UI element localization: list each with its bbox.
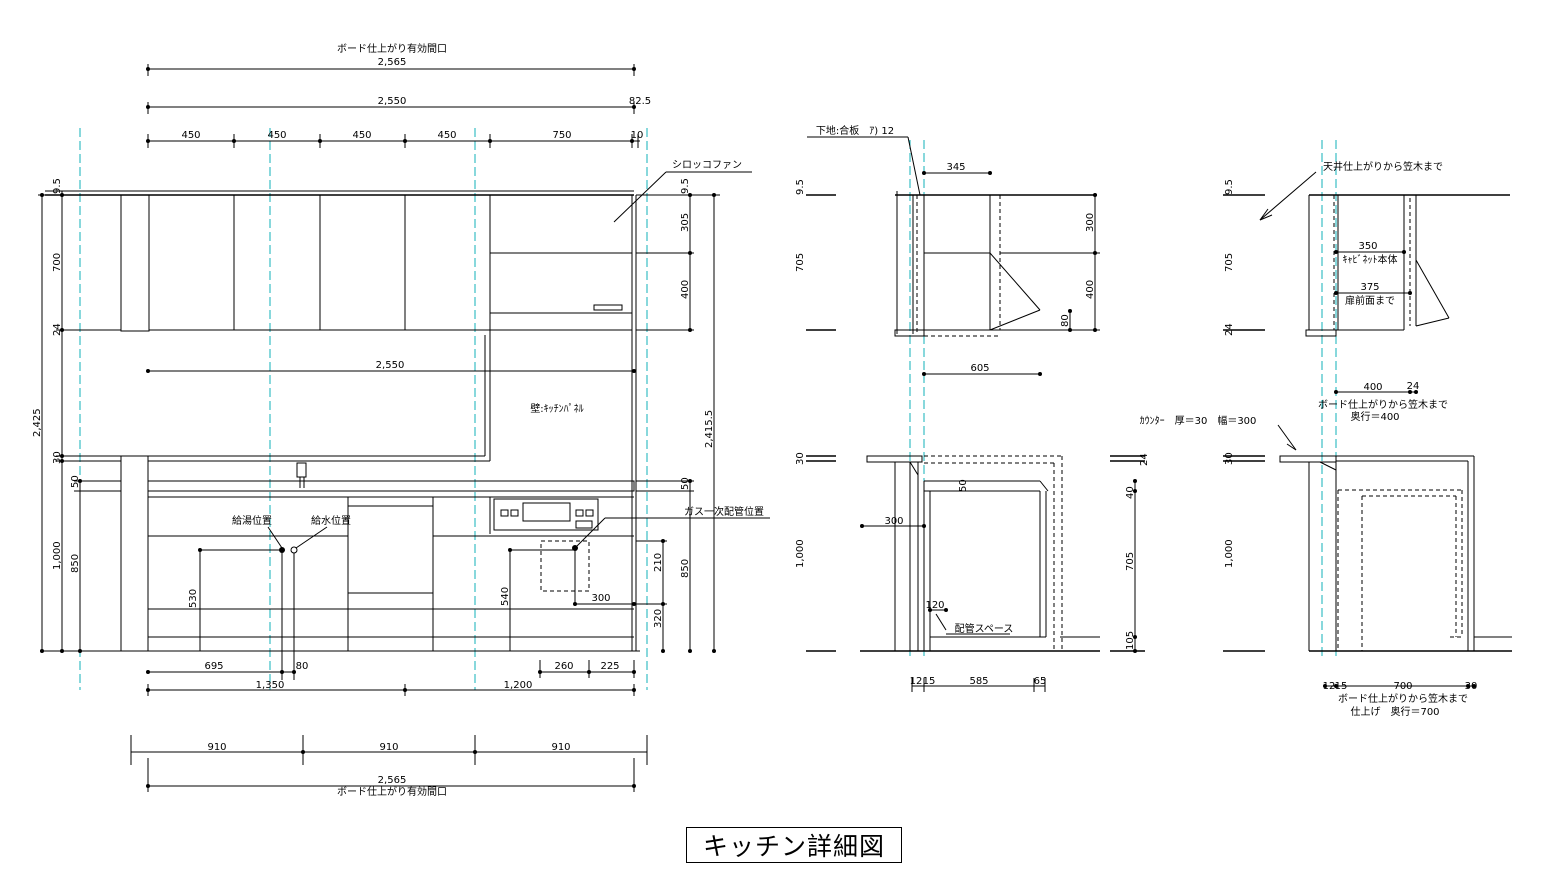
s1-605: 605: [970, 363, 989, 374]
s1-585: 585: [969, 676, 988, 687]
s1-300: 300: [1085, 213, 1096, 232]
s2-375: 375: [1360, 282, 1379, 293]
s1-705b: 705: [1125, 552, 1136, 571]
front-seg-2: 450: [267, 130, 286, 141]
wall-panel-label: 壁:ｷｯﾁﾝﾊﾟﾈﾙ: [530, 402, 583, 415]
front-seg-4: 450: [437, 130, 456, 141]
front-seg-5: 750: [552, 130, 571, 141]
s1-80: 80: [1060, 314, 1071, 327]
bottom-910-c: 910: [551, 742, 570, 753]
dim-540: 540: [500, 587, 511, 606]
dim-225: 225: [600, 661, 619, 672]
s1-95: 9.5: [795, 179, 806, 195]
left-50: 50: [70, 475, 81, 488]
plywood-label: 下地:合板 ｱ) 12: [816, 124, 894, 137]
left-24: 24: [52, 323, 63, 336]
front-dim-2550: 2,550: [378, 96, 407, 107]
drawing-title: キッチン詳細図: [686, 827, 902, 863]
right-50: 50: [680, 477, 691, 490]
board-to-kasagi-label-1: ボード仕上がりから笠木まで: [1318, 398, 1448, 411]
front-seg-3: 450: [352, 130, 371, 141]
bottom-total: 2,565: [378, 775, 407, 786]
s1-40: 40: [1125, 486, 1136, 499]
bottom-910-b: 910: [379, 742, 398, 753]
mid-2550: 2,550: [376, 360, 405, 371]
dim-300: 300: [591, 593, 610, 604]
right-320: 320: [653, 609, 664, 628]
depth-700-label: 仕上げ 奥行＝700: [1350, 705, 1439, 718]
cold-water-label: 給水位置: [311, 514, 351, 527]
s1-1000: 1,000: [795, 539, 806, 568]
section-view-2: [1223, 140, 1512, 688]
depth-400-label: 奥行＝400: [1350, 410, 1399, 423]
front-dim-825: 82.5: [629, 96, 651, 107]
front-elevation: [38, 64, 770, 792]
bottom-label: ボード仕上がり有効間口: [337, 785, 447, 798]
left-1000: 1,000: [52, 541, 63, 570]
board-to-kasagi-label-2: ボード仕上がりから笠木まで: [1338, 692, 1468, 705]
s1-705: 705: [795, 253, 806, 272]
s2-400: 400: [1363, 382, 1382, 393]
ceiling-label: 天井仕上がりから笠木まで: [1323, 160, 1443, 173]
left-2425: 2,425: [32, 408, 43, 437]
s2-15: 15: [1335, 681, 1348, 692]
left-700: 700: [52, 253, 63, 272]
bottom-910-a: 910: [207, 742, 226, 753]
s1-30: 30: [795, 452, 806, 465]
s2-12: 12: [1323, 681, 1336, 692]
pipe-space-label: 配管スペース: [955, 622, 1014, 635]
s1-24r: 24: [1139, 453, 1150, 466]
right-24155: 2,415.5: [704, 410, 715, 448]
left-850: 850: [70, 554, 81, 573]
right-305: 305: [680, 213, 691, 232]
s2-95: 9.5: [1224, 179, 1235, 195]
section-view-1: [806, 136, 1145, 692]
cabinet-body-label: ｷｬﾋﾞﾈｯﾄ本体: [1343, 253, 1398, 266]
right-850: 850: [680, 559, 691, 578]
s2-350: 350: [1358, 241, 1377, 252]
gas-pipe-label: ガス一次配管位置: [684, 505, 764, 518]
s1-15: 15: [923, 676, 936, 687]
front-top-label: ボード仕上がり有効間口: [337, 42, 447, 55]
s2-1000: 1,000: [1224, 539, 1235, 568]
sirocco-fan-label: シロッコファン: [672, 160, 742, 171]
front-seg-1: 450: [181, 130, 200, 141]
s2-700: 700: [1393, 681, 1412, 692]
s1-12: 12: [910, 676, 923, 687]
s1-120: 120: [925, 600, 944, 611]
s1-105: 105: [1125, 631, 1136, 650]
counter-label: ｶｳﾝﾀｰ 厚＝30 幅＝300: [1140, 414, 1257, 427]
front-top-total: 2,565: [378, 57, 407, 68]
s2-30: 30: [1224, 452, 1235, 465]
dim-695: 695: [204, 661, 223, 672]
s1-50: 50: [958, 479, 969, 492]
dim-260: 260: [554, 661, 573, 672]
s2-705: 705: [1224, 253, 1235, 272]
right-95: 9.5: [680, 178, 691, 194]
right-400: 400: [680, 280, 691, 299]
s2-30b: 30: [1465, 681, 1478, 692]
s1-400: 400: [1085, 280, 1096, 299]
right-210: 210: [653, 553, 664, 572]
dim-1350: 1,350: [256, 680, 285, 691]
s1-65: 65: [1034, 676, 1047, 687]
door-front-label: 扉前面まで: [1345, 294, 1395, 307]
hot-water-label: 給湯位置: [232, 514, 272, 527]
s1-300b: 300: [884, 516, 903, 527]
front-seg-6: 10: [631, 130, 644, 141]
s2-24: 24: [1224, 323, 1235, 336]
dim-1200: 1,200: [504, 680, 533, 691]
s1-345: 345: [946, 162, 965, 173]
s2-24b: 24: [1407, 381, 1420, 392]
dim-530: 530: [188, 589, 199, 608]
dim-80: 80: [296, 661, 309, 672]
left-30: 30: [52, 451, 63, 464]
left-95: 9.5: [52, 178, 63, 194]
